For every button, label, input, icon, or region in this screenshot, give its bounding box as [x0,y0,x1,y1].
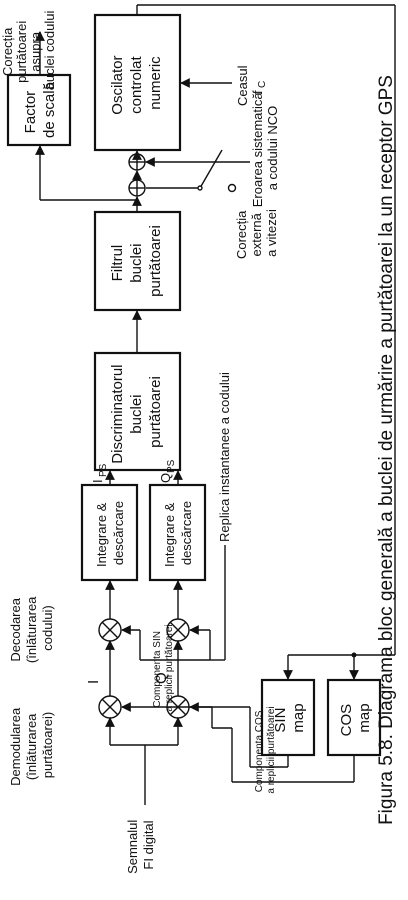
svg-text:PS: PS [98,463,109,477]
signal-lines [35,4,396,805]
ips-label: I PS [90,463,109,483]
svg-text:C: C [257,81,268,88]
demodulation-label: Demodularea (înlăturarea purtătoarei) [8,704,55,786]
summer-velocity-aiding [128,179,146,197]
clock-label: Ceasul f C [235,65,268,106]
i-branch-label: I [85,680,102,684]
loop-filter-label: Filtrul buclei purtătoarei [109,225,164,297]
summer-nco-bias [128,153,146,171]
multiplier-decode-i [98,618,122,642]
sin-component-label: Componenta SIN a replicii purtătoarei [152,624,175,711]
q-branch-label: Q [153,672,170,684]
cos-map-label: COS map [338,700,373,737]
integrate-dump-i-label: Integrare & descărcare [94,499,126,567]
loop-filter-block: Filtrul buclei purtătoarei [93,210,182,312]
cos-map-block: COS map [326,678,382,757]
input-signal-label: Semnalul FI digital [125,816,156,874]
sin-map-label: SIN map [272,703,307,732]
svg-text:Ceasul: Ceasul [235,65,250,106]
svg-text:f: f [250,90,265,94]
integrate-dump-q-label: Integrare & descărcare [162,499,194,567]
cos-component-label: Componenta COS a replicii purtătoarei [254,706,277,793]
figure-caption: Figura 5.8. Diagrama bloc generală a buc… [376,75,397,825]
multiplier-demod-i [98,695,122,719]
qps-label: Q PS [158,459,177,483]
scale-factor-block: Factor de scală [6,73,72,147]
discriminator-block: Discriminatorul buclei purtătoarei [93,351,182,472]
nco-block: Oscilator controlat numeric [93,13,182,152]
decoding-label: Decodarea (înlăturarea codului) [8,593,55,663]
svg-text:Q: Q [158,473,173,483]
nco-label: Oscilator controlat numeric [109,51,164,114]
discriminator-label: Discriminatorul buclei purtătoarei [109,360,164,463]
integrate-dump-i-block: Integrare & descărcare [80,483,139,582]
scale-factor-label: Factor de scală [22,81,58,138]
nco-bias-label: Eroarea sistematică a codului NCO [250,89,280,208]
integrate-dump-q-block: Integrare & descărcare [148,483,207,582]
sin-map-block: SIN map [260,678,316,757]
velocity-aiding-label: Corecția externă a vitezei [234,207,279,259]
svg-text:I: I [90,479,105,483]
code-replica-label: Replica instantanee a codului [217,372,232,542]
carrier-aiding-label: Corecția purtătoarei asupra buclei codul… [0,11,57,90]
svg-text:PS: PS [166,459,177,473]
